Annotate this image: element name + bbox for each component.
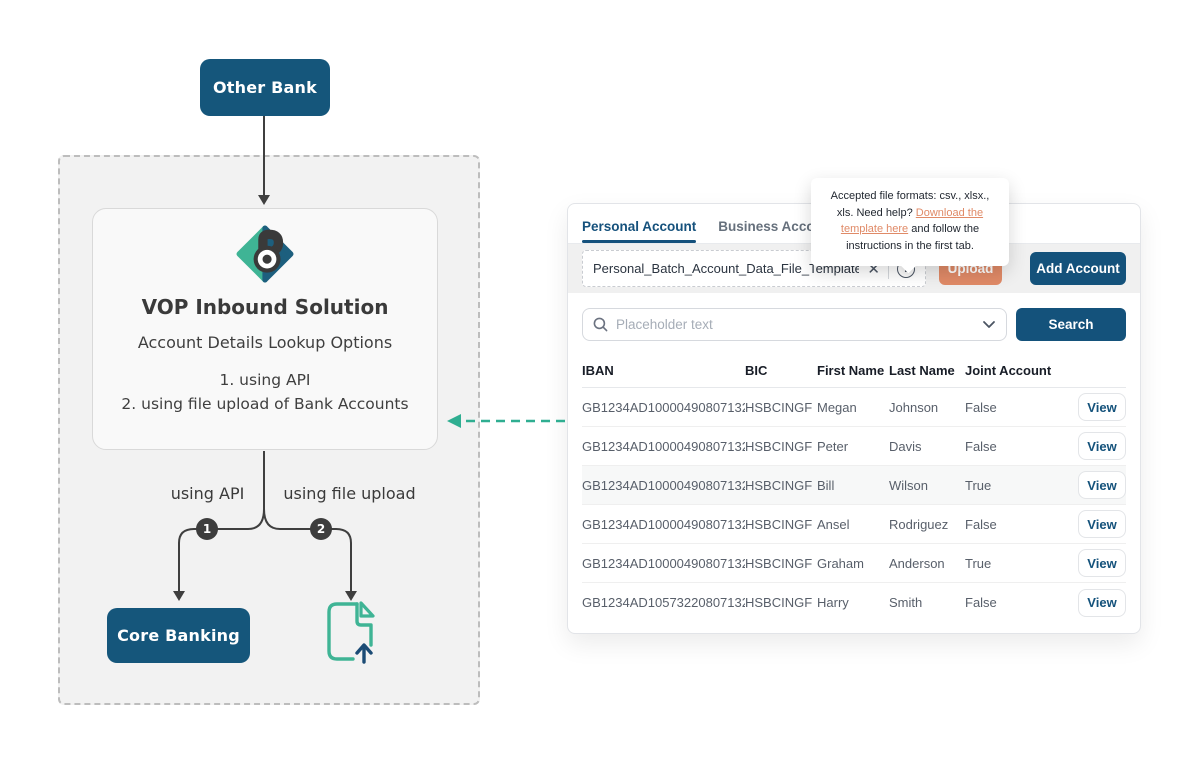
cell-first-name: Ansel [817,516,850,532]
account-panel: Personal Account Business Account Person… [567,203,1141,634]
cell-last-name: Rodriguez [889,516,949,532]
vop-option-1: 1. using API [219,371,311,389]
cell-first-name: Harry [817,595,849,610]
vop-title: VOP Inbound Solution [141,295,389,319]
branch-label-using-file-upload: using file upload [283,484,416,503]
file-format-tooltip: Accepted file formats: csv., xlsx., xls.… [811,178,1009,274]
vop-subtitle: Account Details Lookup Options [137,333,393,352]
cell-last-name: Smith [889,595,923,610]
vop-logo-icon [236,225,294,283]
cell-iban: GB1234AD10573220807132 [582,595,745,610]
search-icon [593,317,608,332]
cell-joint: False [965,516,997,532]
search-field[interactable] [582,308,1007,341]
cell-iban: GB1234AD10000490807132 [582,438,745,454]
cell-first-name: Megan [817,399,857,415]
tooltip-text-after: and follow the instructions in the first… [846,223,980,252]
view-button[interactable]: View [1078,393,1126,421]
other-bank-label: Other Bank [213,78,317,97]
table-header-row: IBAN BIC First Name Last Name Joint Acco… [582,354,1126,388]
col-iban: IBAN [582,363,614,378]
cell-bic: HSBCINGF [745,516,813,532]
cell-last-name: Davis [889,438,922,454]
cell-bic: HSBCINGF [745,438,813,454]
branch-label-using-api: using API [170,484,245,503]
cell-iban: GB1234AD10000490807132 [582,555,745,571]
cell-bic: HSBCINGF [745,555,813,571]
cell-iban: GB1234AD10000490807132 [582,477,745,493]
col-last-name: Last Name [889,363,955,378]
cell-last-name: Anderson [889,555,945,571]
search-row: Search [568,293,1140,354]
table-row: GB1234AD10000490807132 HSBCINGF Ansel Ro… [582,505,1126,544]
cell-iban: GB1234AD10000490807132 [582,516,745,532]
col-bic: BIC [745,363,768,378]
cell-joint: False [965,595,997,610]
core-banking-label: Core Banking [117,626,240,645]
table-row: GB1234AD10000490807132 HSBCINGF Peter Da… [582,427,1126,466]
view-button[interactable]: View [1078,471,1126,499]
core-banking-node: Core Banking [107,608,250,663]
cell-bic: HSBCINGF [745,399,813,415]
file-upload-icon [327,601,375,664]
cell-joint: True [965,477,992,493]
col-joint-account: Joint Account [965,363,1052,378]
cell-last-name: Wilson [889,477,929,493]
branch-badge-1: 1 [196,518,218,540]
cell-first-name: Peter [817,438,849,454]
search-button[interactable]: Search [1016,308,1126,341]
cell-joint: True [965,555,992,571]
other-bank-node: Other Bank [200,59,330,116]
branch-badge-2: 2 [310,518,332,540]
tab-personal-account[interactable]: Personal Account [582,219,697,243]
table-row: GB1234AD10573220807132 HSBCINGF Harry Sm… [582,583,1126,622]
cell-first-name: Graham [817,555,864,571]
chip-divider [888,258,889,279]
cell-last-name: Johnson [889,399,939,415]
search-input[interactable] [616,317,982,332]
vop-option-2: 2. using file upload of Bank Accounts [121,395,409,413]
table-row: GB1234AD10000490807132 HSBCINGF Bill Wil… [582,466,1126,505]
cell-iban: GB1234AD10000490807132 [582,399,745,415]
view-button[interactable]: View [1078,510,1126,538]
view-button[interactable]: View [1078,549,1126,577]
cell-bic: HSBCINGF [745,595,813,610]
table-row: GB1234AD10000490807132 HSBCINGF Megan Jo… [582,388,1126,427]
accounts-table: IBAN BIC First Name Last Name Joint Acco… [582,354,1126,622]
add-account-button[interactable]: Add Account [1030,252,1126,285]
view-button[interactable]: View [1078,432,1126,460]
chevron-down-icon[interactable] [982,320,996,329]
tab-business-account[interactable]: Business Account [718,219,836,234]
cell-joint: False [965,438,997,454]
cell-first-name: Bill [817,477,835,493]
cell-bic: HSBCINGF [745,477,813,493]
selected-filename: Personal_Batch_Account_Data_File_Templat… [593,261,860,276]
col-first-name: First Name [817,363,885,378]
table-row: GB1234AD10000490807132 HSBCINGF Graham A… [582,544,1126,583]
view-button[interactable]: View [1078,588,1126,617]
vop-solution-box: VOP Inbound Solution Account Details Loo… [92,208,438,450]
cell-joint: False [965,399,997,415]
tooltip-text-before: Accepted file formats: csv., xlsx., xls.… [830,190,990,219]
download-template-link[interactable]: Download the template here [840,206,984,236]
